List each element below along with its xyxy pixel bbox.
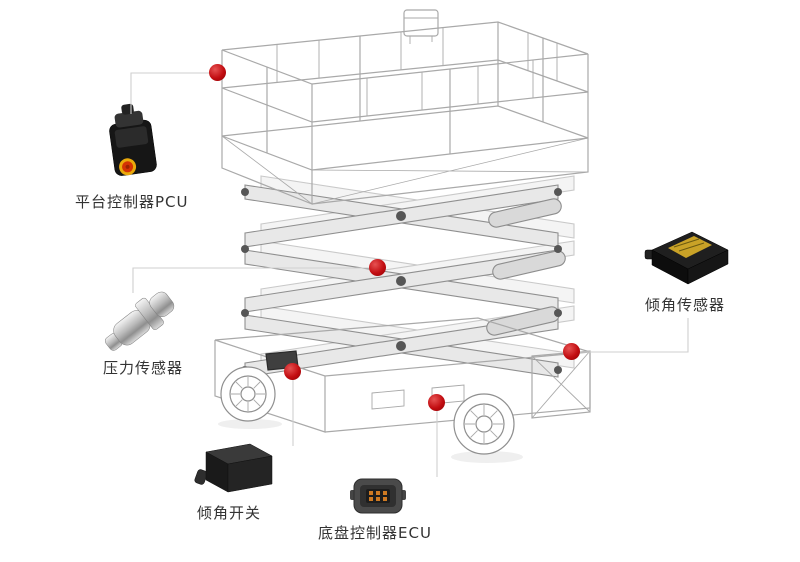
pressure-sensor-connector-line — [132, 267, 378, 293]
connector-lines — [130, 72, 689, 477]
tilt-sensor-illustration — [644, 231, 729, 285]
tilt-switch-illustration — [194, 443, 273, 493]
ecu-illustration — [350, 478, 406, 514]
pressure-sensor-marker — [369, 259, 386, 276]
wheel-left — [220, 366, 276, 422]
tilt-sensor-label: 倾角传感器 — [645, 296, 726, 314]
pcu-label: 平台控制器PCU — [75, 193, 189, 211]
tilt-sensor-connector-line — [572, 318, 689, 353]
platform-control-box — [403, 9, 439, 44]
pressure-sensor-label: 压力传感器 — [103, 359, 184, 377]
wheel-right — [453, 393, 515, 455]
pressure-sensor-illustration — [104, 291, 175, 351]
tilt-sensor-marker — [563, 343, 580, 360]
ecu-marker — [428, 394, 445, 411]
scissor-mechanism — [241, 175, 575, 378]
tilt-switch-marker — [284, 363, 301, 380]
ground-shadows — [218, 419, 523, 463]
platform-guardrail — [221, 9, 589, 205]
tilt-switch-label: 倾角开关 — [197, 504, 262, 522]
pcu-connector-line — [130, 72, 218, 114]
pcu-device-illustration — [109, 103, 157, 176]
cross-tubes — [486, 198, 566, 336]
pcu-marker — [209, 64, 226, 81]
ecu-label: 底盘控制器ECU — [318, 524, 432, 542]
